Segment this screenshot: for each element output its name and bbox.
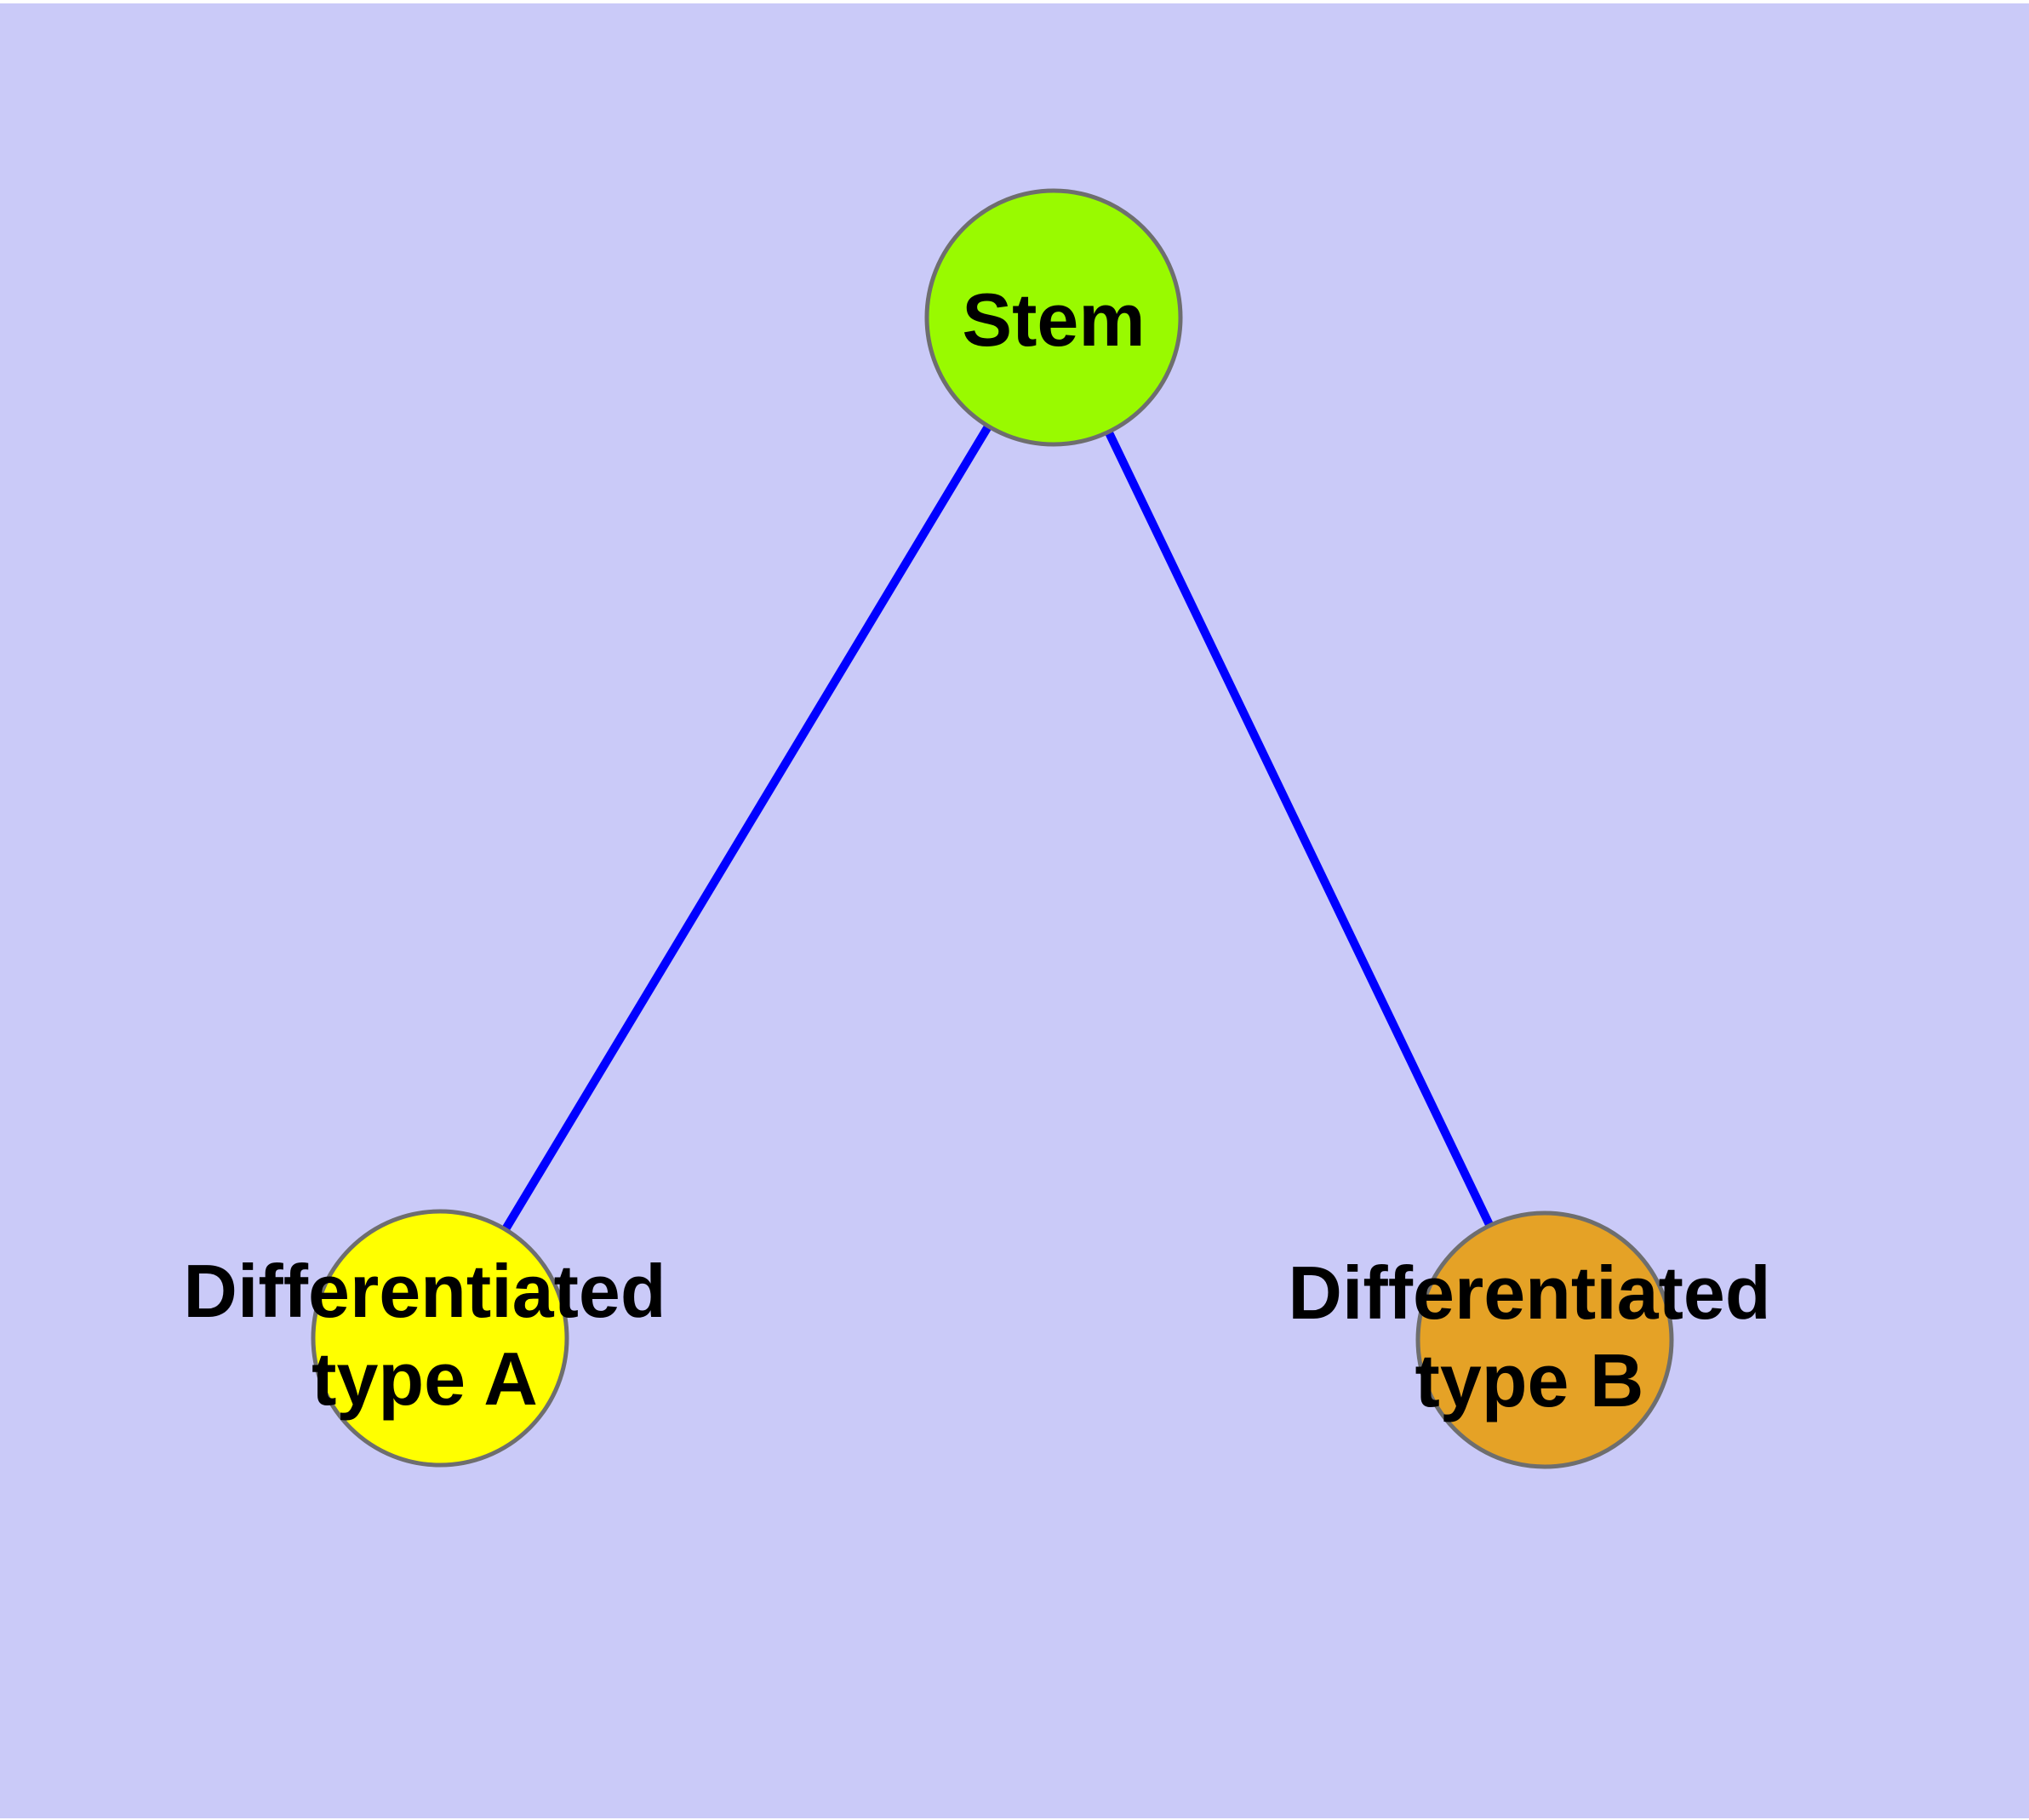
- node-stem-circle: [924, 188, 1183, 447]
- edge-stem-to-type-a: [436, 315, 1058, 1341]
- top-edge-strip: [0, 0, 2029, 3]
- node-type-a-label-line2: type A: [311, 1336, 538, 1421]
- node-type-b-label-line2: type B: [1415, 1338, 1644, 1422]
- node-stem-label: Stem: [962, 278, 1145, 362]
- node-type-a-circle: [311, 1209, 569, 1468]
- node-type-a-label-line1: Differentiated: [183, 1249, 666, 1333]
- edge-stem-to-type-b: [1049, 315, 1549, 1342]
- bottom-edge-strip: [0, 1818, 2029, 1820]
- node-type-b-label-line1: Differentiated: [1288, 1251, 1770, 1335]
- node-type-b-circle: [1415, 1210, 1674, 1469]
